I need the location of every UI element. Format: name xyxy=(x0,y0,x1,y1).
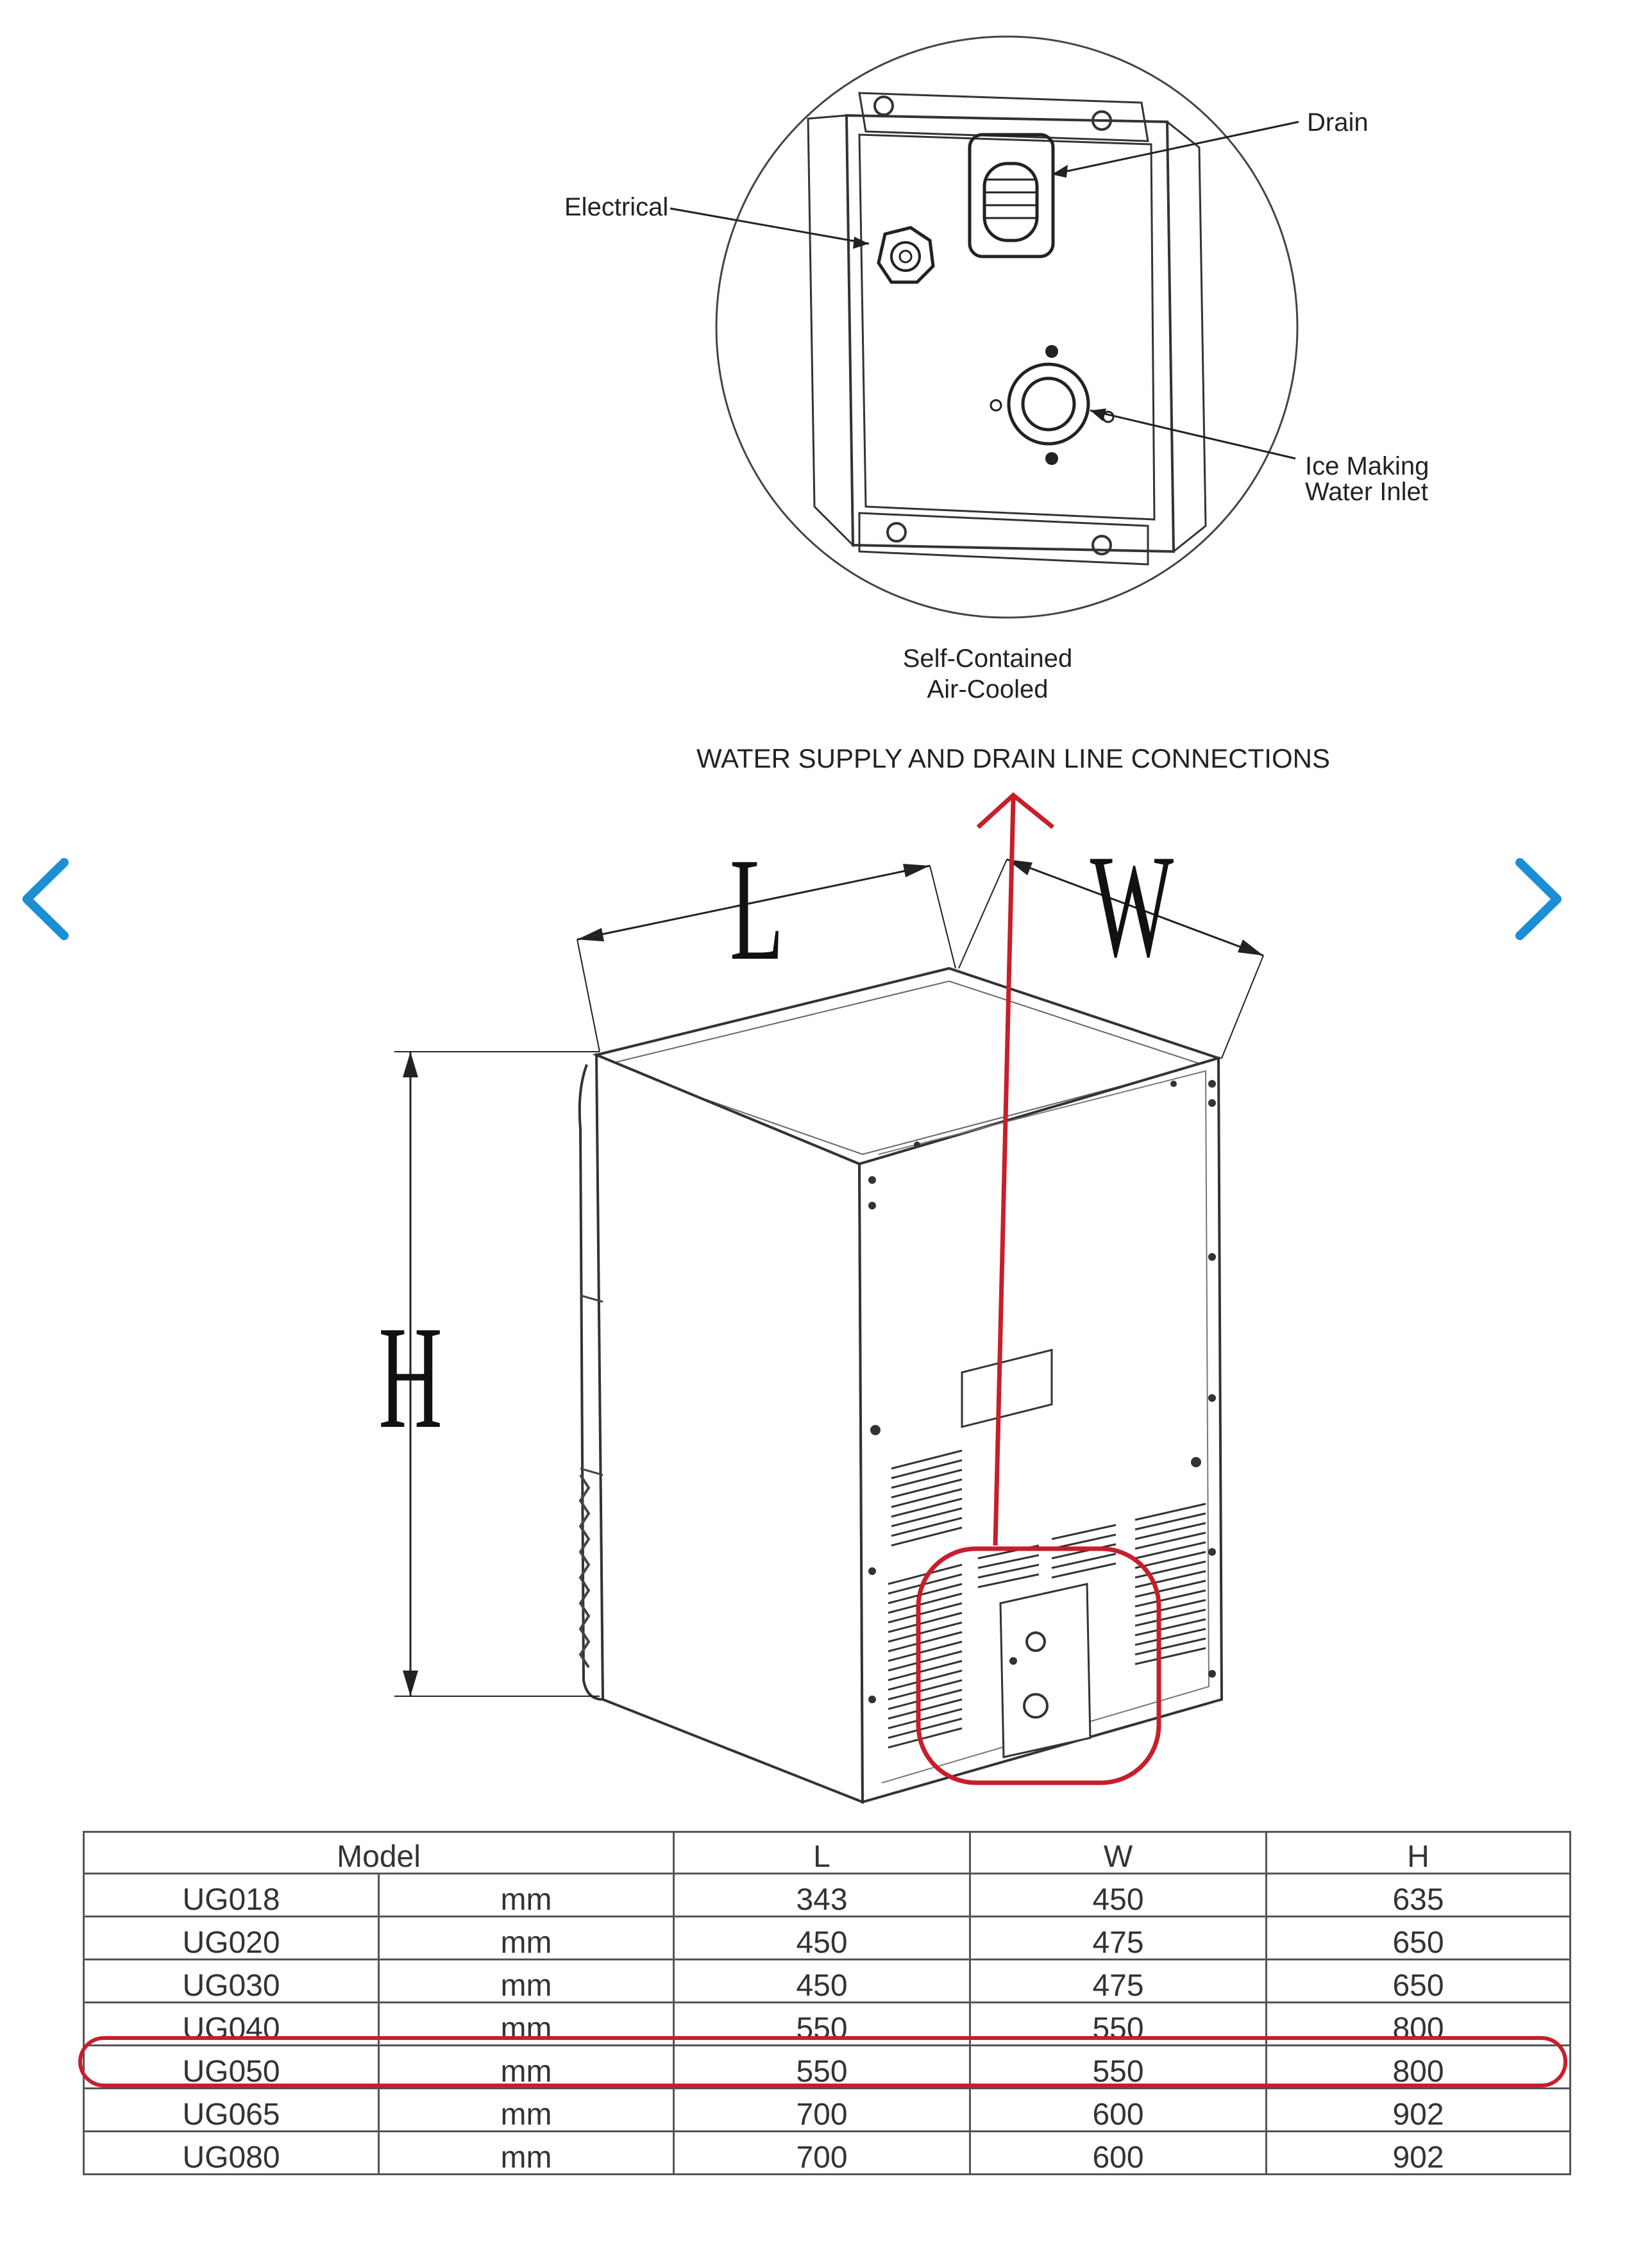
table-row-highlighted: UG050 mm 550 550 800 xyxy=(83,2044,1572,2089)
cell-l: 700 xyxy=(673,2087,972,2132)
dimension-w-label: W xyxy=(1090,825,1174,988)
header-h: H xyxy=(1265,1831,1572,1874)
cell-model: UG040 xyxy=(83,2001,380,2046)
chevron-right-icon xyxy=(1515,858,1562,940)
highlight-annotation xyxy=(916,792,1161,1785)
table-row: UG020 mm 450 475 650 xyxy=(83,1916,1572,1960)
table-row: UG080 mm 700 600 902 xyxy=(83,2130,1572,2175)
detail-caption-line1: Self-Contained xyxy=(903,644,1073,673)
cell-h: 902 xyxy=(1265,2130,1572,2175)
table-row: UG018 mm 343 450 635 xyxy=(83,1873,1572,1917)
cell-model: UG065 xyxy=(83,2087,380,2132)
cell-h: 800 xyxy=(1265,2044,1572,2089)
cell-h: 635 xyxy=(1265,1873,1572,1917)
cell-model: UG030 xyxy=(83,1958,380,2003)
header-model: Model xyxy=(82,1831,675,1874)
prev-button[interactable] xyxy=(6,847,90,949)
detail-caption-line2: Air-Cooled xyxy=(927,675,1049,703)
cell-l: 550 xyxy=(673,2001,972,2046)
cell-w: 550 xyxy=(969,2044,1268,2089)
connection-detail: Drain Electrical Ice Making Water Inlet … xyxy=(564,35,1429,703)
cell-w: 475 xyxy=(969,1958,1268,2003)
dimension-h-label: H xyxy=(378,1296,442,1460)
highlight-arrow xyxy=(993,798,1016,1546)
table-header-row: Model L W H xyxy=(82,1831,1572,1874)
cell-unit: mm xyxy=(377,1873,675,1917)
table-row: UG040 mm 550 550 800 xyxy=(83,2001,1572,2046)
cell-h: 650 xyxy=(1265,1958,1572,2003)
cell-h: 902 xyxy=(1265,2087,1572,2132)
cell-model: UG080 xyxy=(83,2130,380,2175)
dimension-table: Model L W H UG018 mm 343 450 635 UG020 m… xyxy=(82,1831,1572,2175)
cell-unit: mm xyxy=(377,1916,675,1960)
cell-l: 550 xyxy=(673,2044,972,2089)
cell-w: 450 xyxy=(969,1873,1268,1917)
cell-model: UG020 xyxy=(83,1916,380,1960)
dimension-l-label: L xyxy=(730,828,784,991)
drain-label: Drain xyxy=(1307,108,1369,137)
cell-w: 550 xyxy=(969,2001,1268,2046)
ice-inlet-label-line2: Water Inlet xyxy=(1305,478,1428,506)
table-row: UG065 mm 700 600 902 xyxy=(83,2087,1572,2132)
cell-model: UG050 xyxy=(83,2044,380,2089)
cell-unit: mm xyxy=(377,2001,675,2046)
cell-w: 600 xyxy=(969,2087,1268,2132)
cell-unit: mm xyxy=(377,2044,675,2089)
cell-model: UG018 xyxy=(83,1873,380,1917)
cell-l: 343 xyxy=(673,1873,972,1917)
section-heading: WATER SUPPLY AND DRAIN LINE CONNECTIONS xyxy=(696,743,1330,773)
cell-l: 450 xyxy=(673,1958,972,2003)
cell-l: 450 xyxy=(673,1916,972,1960)
next-button[interactable] xyxy=(1494,847,1578,949)
cell-w: 475 xyxy=(969,1916,1268,1960)
ice-machine-drawing: H L W xyxy=(378,825,1264,1804)
electrical-fitting xyxy=(877,226,935,284)
cell-h: 800 xyxy=(1265,2001,1572,2046)
table-row: UG030 mm 450 475 650 xyxy=(83,1958,1572,2003)
header-l: L xyxy=(673,1831,972,1874)
cell-l: 700 xyxy=(673,2130,972,2175)
cell-unit: mm xyxy=(377,2130,675,2175)
chevron-left-icon xyxy=(22,858,69,940)
drain-fitting xyxy=(968,133,1055,258)
electrical-label: Electrical xyxy=(564,193,668,221)
cell-unit: mm xyxy=(377,1958,675,2003)
connection-highlight-box xyxy=(916,1546,1161,1785)
ice-inlet-label-line1: Ice Making xyxy=(1305,452,1429,480)
cell-unit: mm xyxy=(377,2087,675,2132)
cell-h: 650 xyxy=(1265,1916,1572,1960)
water-inlet-fitting xyxy=(990,345,1115,465)
header-w: W xyxy=(969,1831,1268,1874)
detail-circle xyxy=(715,35,1299,619)
cell-w: 600 xyxy=(969,2130,1268,2175)
